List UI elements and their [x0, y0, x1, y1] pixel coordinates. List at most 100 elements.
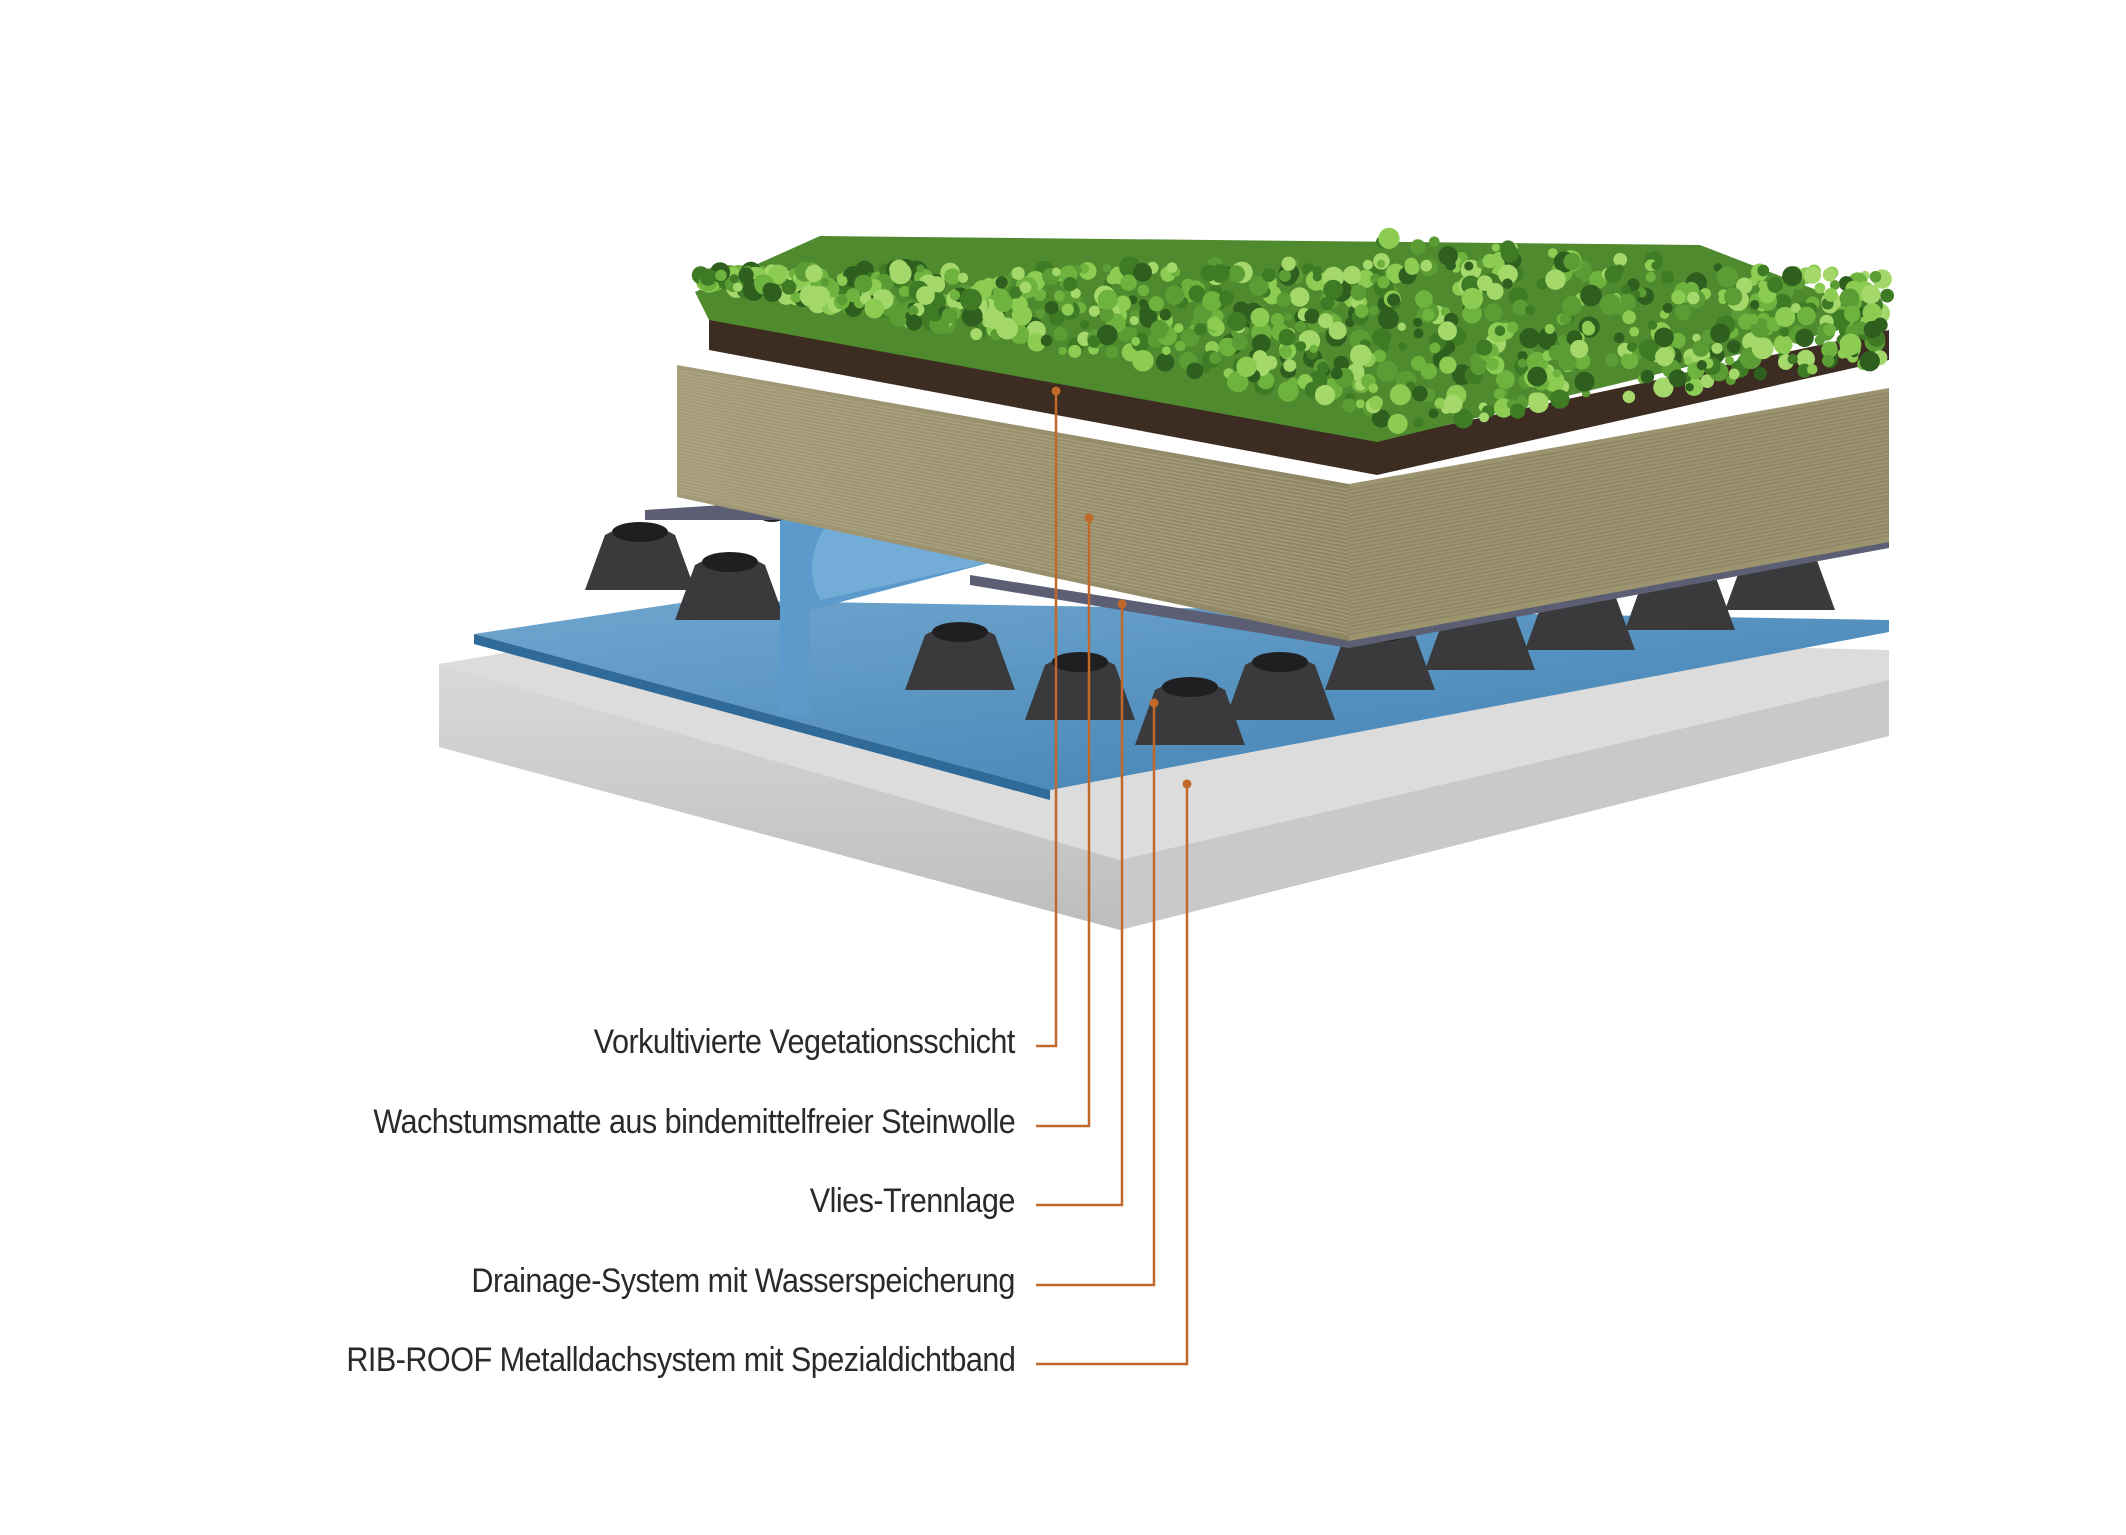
plant-tuft: [1377, 276, 1390, 289]
fibre: [1348, 410, 1890, 510]
plant-tuft: [1638, 339, 1659, 360]
fibre: [1348, 468, 1890, 569]
fibre: [1348, 479, 1890, 580]
plant-tuft: [1304, 308, 1320, 324]
plant-tuft: [1700, 374, 1715, 388]
plant-tuft: [1582, 322, 1596, 336]
plant-tuft: [820, 278, 830, 287]
plant-tuft: [1493, 388, 1505, 400]
plant-tuft: [1354, 304, 1369, 318]
drainage-cup-opening: [932, 622, 988, 642]
plant-tuft: [1096, 324, 1118, 346]
plant-tuft: [1559, 312, 1572, 325]
plant-tuft: [1376, 360, 1398, 382]
fibre: [676, 453, 1350, 591]
plant-tuft: [1724, 356, 1735, 366]
plant-tuft: [1236, 356, 1257, 377]
plant-tuft: [906, 314, 923, 331]
plant-tuft: [1194, 323, 1207, 336]
drainage-cup-opening: [612, 522, 668, 542]
leader-dot: [1149, 698, 1159, 708]
plant-tuft: [916, 286, 935, 305]
plant-tuft: [738, 267, 754, 283]
plant-tuft: [1774, 293, 1792, 311]
plant-tuft: [1716, 266, 1738, 288]
fibre: [1348, 534, 1890, 636]
plant-tuft: [790, 291, 802, 303]
plant-tuft: [1102, 263, 1112, 273]
fibre: [676, 422, 1350, 554]
plant-tuft: [1528, 392, 1549, 413]
plant-tuft: [864, 298, 885, 319]
plant-tuft: [1506, 321, 1519, 334]
fibre: [676, 484, 1350, 628]
plant-tuft: [1775, 306, 1796, 327]
plant-tuft: [1342, 265, 1362, 285]
plant-tuft: [1580, 284, 1602, 307]
plant-tuft: [809, 285, 831, 307]
drainage-cup: [1135, 680, 1245, 745]
plant-tuft: [1137, 284, 1150, 296]
plant-tuft: [1797, 306, 1816, 326]
fibre: [676, 409, 1350, 539]
plant-tuft: [1127, 327, 1138, 339]
leader-line: [1036, 784, 1189, 1366]
plant-tuft: [1133, 262, 1152, 282]
plant-tuft: [1655, 347, 1674, 367]
plant-tuft: [1349, 344, 1372, 367]
plant-tuft: [1498, 264, 1518, 285]
plant-tuft: [1422, 308, 1435, 322]
fibre: [676, 406, 1350, 536]
leader-dot: [1117, 599, 1127, 609]
fibre: [676, 400, 1350, 528]
plant-tuft: [1011, 305, 1033, 326]
plant-tuft: [1622, 310, 1636, 325]
plant-tuft: [1053, 290, 1065, 302]
plant-tuft: [1289, 287, 1310, 307]
fibre: [1348, 530, 1890, 632]
fibre: [676, 441, 1350, 576]
plant-tuft: [1284, 312, 1293, 322]
plant-tuft: [1517, 358, 1528, 368]
plant-tuft: [1413, 417, 1424, 428]
plant-tuft: [1398, 342, 1407, 351]
plant-tuft: [1420, 259, 1433, 272]
fibre: [676, 475, 1350, 617]
drainage-cup-opening: [702, 552, 758, 572]
plant-tuft: [1790, 303, 1801, 314]
plant-tuft: [1653, 377, 1674, 398]
plant-tuft: [1209, 351, 1222, 365]
plant-tuft: [1429, 342, 1441, 354]
plant-tuft: [1574, 371, 1595, 392]
plant-tuft: [1132, 350, 1154, 372]
plant-tuft: [1413, 317, 1423, 327]
plant-tuft: [1547, 248, 1558, 258]
plant-tuft: [957, 272, 969, 283]
plant-tuft: [699, 268, 717, 286]
plant-tuft: [1500, 244, 1519, 263]
plant-tuft: [1387, 413, 1408, 434]
plant-tuft: [1219, 290, 1235, 306]
plant-tuft: [1105, 345, 1119, 359]
fibre: [1348, 439, 1890, 539]
plant-tuft: [1605, 353, 1619, 367]
fibre: [1348, 461, 1890, 562]
plant-tuft: [889, 262, 912, 285]
plant-tuft: [1482, 253, 1497, 269]
plant-tuft: [1439, 356, 1457, 374]
fibre: [676, 491, 1350, 636]
fibre: [676, 444, 1350, 580]
leader-line: [1036, 703, 1156, 1287]
plant-tuft: [1509, 403, 1526, 419]
plant-tuft: [1484, 303, 1503, 322]
plant-tuft: [1814, 335, 1825, 346]
fibre: [1348, 454, 1890, 554]
fibre: [676, 488, 1350, 632]
plant-tuft: [1314, 384, 1336, 406]
fibre: [676, 450, 1350, 587]
fibre: [1348, 523, 1890, 624]
plant-tuft: [1250, 307, 1270, 327]
plant-tuft: [1779, 327, 1789, 337]
plant-tuft: [1287, 377, 1299, 388]
fibre: [1348, 414, 1890, 513]
